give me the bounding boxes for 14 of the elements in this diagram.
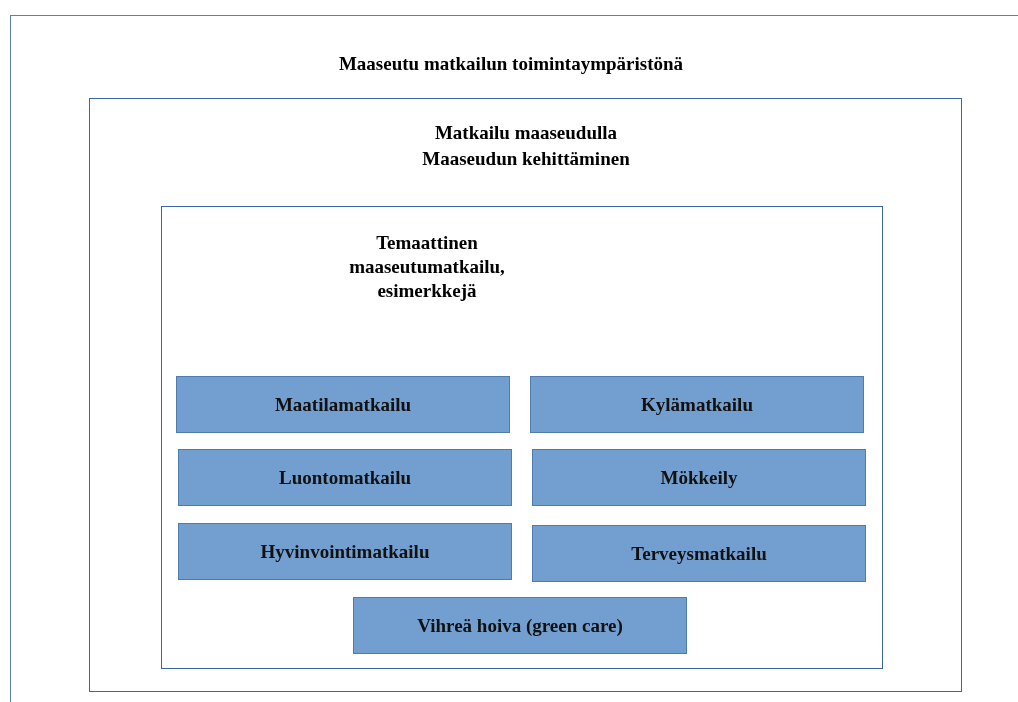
frame-title: Maaseudun kehittäminen [421, 147, 631, 171]
theme-box: Maatilamatkailu [176, 376, 510, 433]
frame-title: Maaseutu matkailun toimintaympäristönä [337, 52, 685, 76]
theme-box: Mökkeily [532, 449, 866, 506]
theme-box: Vihreä hoiva (green care) [353, 597, 687, 654]
frame-title: Temaattinen maaseutumatkailu, esimerkkejä [348, 231, 506, 303]
frame-box [161, 206, 883, 669]
theme-box: Terveysmatkailu [532, 525, 866, 582]
theme-box: Hyvinvointimatkailu [178, 523, 512, 580]
theme-box: Luontomatkailu [178, 449, 512, 506]
frame-box [10, 15, 1018, 702]
theme-box: Kylämatkailu [530, 376, 864, 433]
frame-box [89, 98, 962, 692]
frame-title: Matkailu maaseudulla [433, 121, 619, 145]
